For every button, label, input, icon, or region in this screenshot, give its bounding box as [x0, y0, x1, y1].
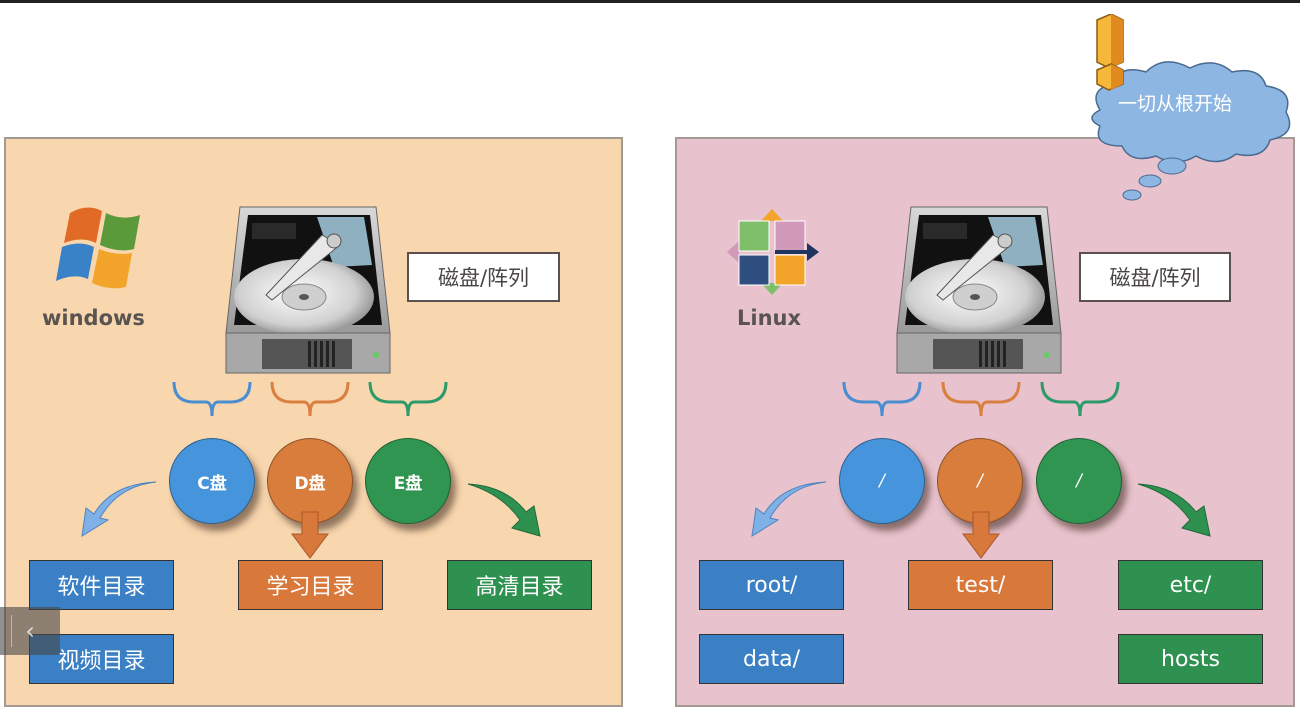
- brace-3-icon: [1040, 381, 1120, 417]
- brace-d-icon: [270, 381, 350, 417]
- hard-disk-icon: [225, 206, 391, 374]
- top-border: [0, 0, 1300, 3]
- partition-root-3: /: [1036, 438, 1122, 524]
- partition-root-2: /: [937, 438, 1023, 524]
- brace-1-icon: [842, 381, 922, 417]
- dir-test: test/: [908, 560, 1053, 610]
- brace-e-icon: [368, 381, 448, 417]
- thought-cloud-icon: [1091, 61, 1291, 201]
- arrow-to-etc: [1137, 483, 1211, 537]
- linux-label: Linux: [737, 306, 802, 330]
- partition-d: D盘: [267, 438, 353, 524]
- windows-logo-icon: [56, 207, 140, 289]
- callout-text: 一切从根开始: [1118, 93, 1233, 115]
- partition-e: E盘: [365, 438, 451, 524]
- dir-software: 软件目录: [29, 560, 174, 610]
- arrow-d-to-study: [291, 511, 329, 559]
- arrow-to-root: [751, 481, 827, 537]
- dir-hosts: hosts: [1118, 634, 1263, 684]
- brace-c-icon: [172, 381, 252, 417]
- partition-root-1: /: [839, 438, 925, 524]
- arrow-to-test: [962, 511, 1000, 559]
- prev-divider: [11, 615, 12, 647]
- partition-c: C盘: [169, 438, 255, 524]
- arrow-c-to-software: [81, 481, 157, 537]
- dir-data: data/: [699, 634, 844, 684]
- dir-study: 学习目录: [238, 560, 383, 610]
- disk-array-label: 磁盘/阵列: [407, 252, 560, 302]
- chevron-left-icon: ‹: [25, 617, 35, 645]
- brace-2-icon: [941, 381, 1021, 417]
- centos-logo-icon: [727, 209, 819, 295]
- dir-root: root/: [699, 560, 844, 610]
- exclamation-icon: [1096, 14, 1124, 91]
- hard-disk-icon: [896, 206, 1062, 374]
- arrow-e-to-hd: [467, 483, 541, 537]
- dir-hd: 高清目录: [447, 560, 592, 610]
- previous-slide-button[interactable]: ‹: [0, 607, 60, 655]
- disk-array-label: 磁盘/阵列: [1079, 252, 1231, 302]
- windows-label: windows: [42, 306, 145, 330]
- dir-etc: etc/: [1118, 560, 1263, 610]
